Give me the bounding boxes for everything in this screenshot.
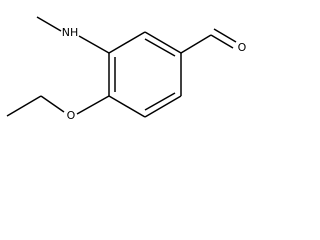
bond-ring-to-nitrogen [78, 35, 110, 54]
bond-oxygen-to-ethyl-ch2 [40, 95, 65, 113]
bond-ring-to-carbonyl-carbon [180, 34, 212, 54]
ring-bond-c3-c4 [144, 95, 182, 118]
ring-bond-c6-c1 [108, 31, 146, 54]
methylamino-group: NH [36, 16, 110, 54]
benzene-ring [108, 31, 182, 118]
carbonyl-oxygen-label: O [238, 41, 247, 54]
bond-carbonyl-double-b [213, 28, 237, 43]
ring-double-bond-c1-c2 [144, 38, 176, 57]
bond-ethyl-ch2-to-ch3 [6, 95, 42, 117]
ring-bond-c1-c2 [144, 31, 182, 54]
amine-nh-label: NH [62, 26, 79, 39]
ethoxy-group: O [6, 95, 110, 122]
bond-nitrogen-to-methyl [36, 16, 62, 32]
ether-oxygen-label: O [67, 109, 76, 122]
aldehyde-group: O [180, 28, 247, 54]
molecule-structure-diagram: NH O O [6, 16, 247, 122]
ring-bond-c4-c5 [108, 95, 146, 118]
bond-carbonyl-double-a [210, 34, 234, 49]
ring-double-bond-c3-c4 [144, 92, 176, 111]
bond-ring-to-ether-oxygen [76, 95, 110, 115]
